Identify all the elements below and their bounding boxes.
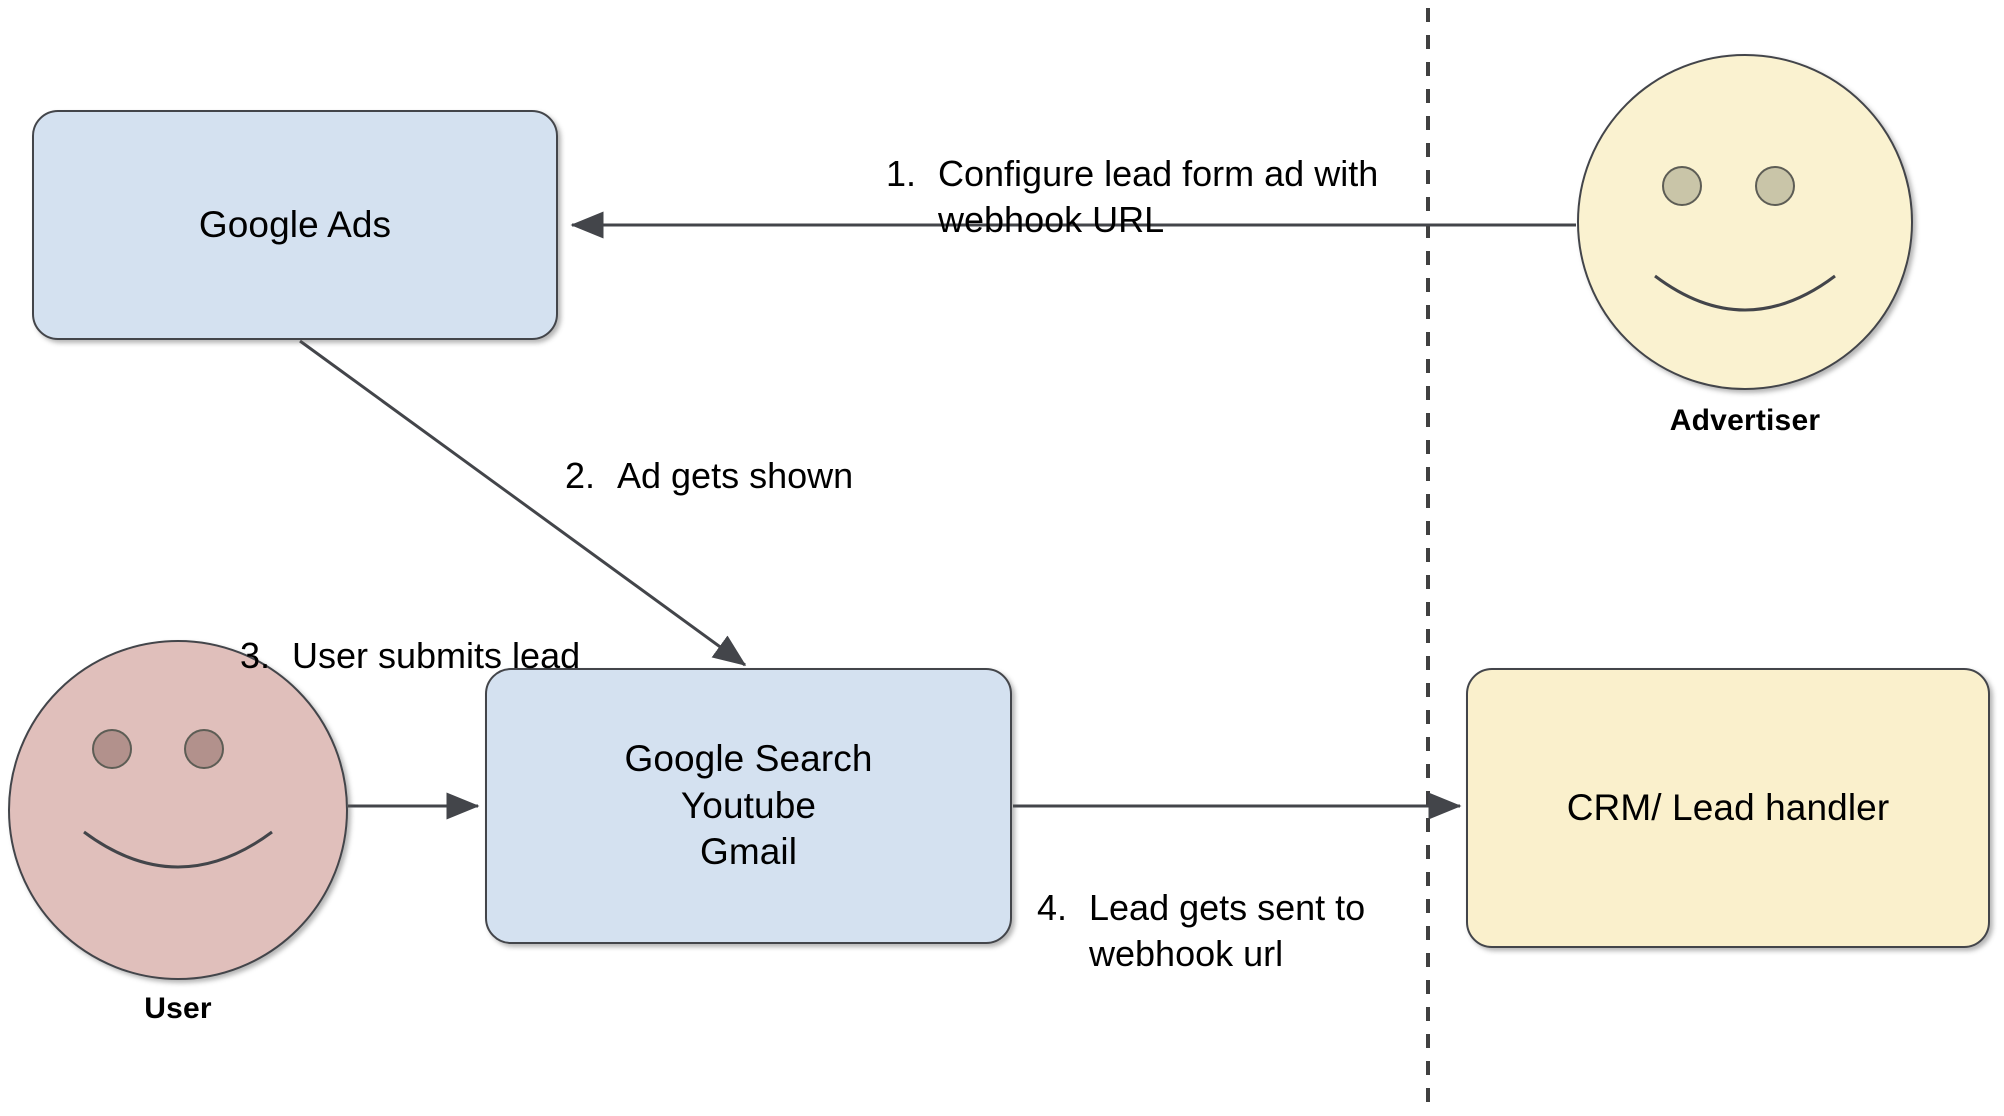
step-4-text: Lead gets sent to webhook url: [1089, 887, 1366, 974]
step-4-label: 4. Lead gets sent to webhook url: [1037, 840, 1365, 976]
advertiser-face-icon: [1577, 54, 1913, 390]
step-1-number: 1.: [886, 153, 917, 195]
step-4-number: 4.: [1037, 887, 1068, 929]
step-1-text: Configure lead form ad with webhook URL: [938, 153, 1379, 240]
user-face-icon: [8, 640, 348, 980]
node-google-surfaces[interactable]: Google Search Youtube Gmail: [485, 668, 1012, 944]
node-google-ads-label: Google Ads: [198, 203, 392, 245]
node-crm-lead-handler-label: CRM/ Lead handler: [1566, 786, 1890, 828]
step-3-number: 3.: [240, 635, 271, 677]
advertiser-smile-icon: [1654, 274, 1836, 312]
user-left-eye-icon: [92, 729, 132, 769]
node-google-surfaces-label: Google Search Youtube Gmail: [624, 738, 873, 873]
edge-google-ads-to-surfaces: [299, 339, 747, 667]
advertiser-right-eye-icon: [1755, 166, 1795, 206]
step-3-label: 3. User submits lead: [240, 588, 580, 679]
step-3-text: User submits lead: [292, 635, 581, 677]
actor-advertiser[interactable]: Advertiser: [1577, 54, 1913, 437]
user-caption: User: [144, 992, 212, 1025]
step-1-label: 1. Configure lead form ad with webhook UR…: [886, 106, 1378, 242]
step-2-label: 2. Ad gets shown: [565, 408, 853, 499]
node-google-ads[interactable]: Google Ads: [32, 110, 558, 340]
step-2-text: Ad gets shown: [617, 455, 854, 497]
advertiser-left-eye-icon: [1662, 166, 1702, 206]
user-right-eye-icon: [184, 729, 224, 769]
node-crm-lead-handler[interactable]: CRM/ Lead handler: [1466, 668, 1990, 948]
advertiser-caption: Advertiser: [1669, 404, 1821, 437]
actor-user[interactable]: User: [8, 640, 348, 1025]
step-2-number: 2.: [565, 455, 596, 497]
user-smile-icon: [83, 830, 273, 869]
